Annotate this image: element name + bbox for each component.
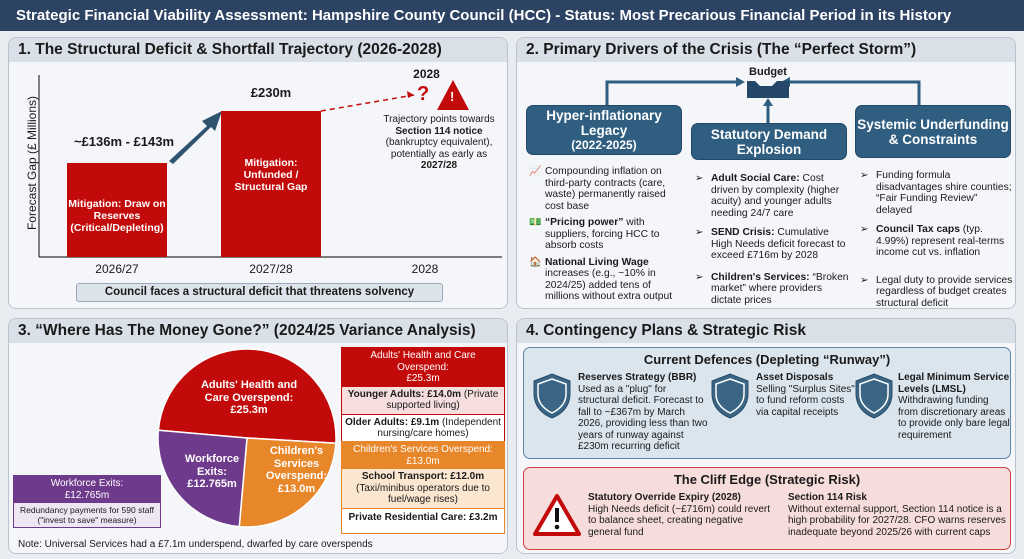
money-icon: 💵 bbox=[529, 217, 542, 228]
question-icon: ? bbox=[417, 83, 430, 105]
arrowhead bbox=[407, 91, 414, 98]
footnote: Note: Universal Services had a £7.1m und… bbox=[18, 539, 373, 550]
box-header: Adults' Health and Care Overspend:£25.3m bbox=[342, 348, 504, 387]
y-axis-label: Forecast Gap (£ Millions) bbox=[25, 95, 39, 231]
list-item: ➢SEND Crisis: Cumulative High Needs defi… bbox=[695, 227, 846, 261]
children-breakdown-box: Children's Services Overspend:£13.0m Sch… bbox=[341, 441, 505, 534]
workforce-breakdown-box: Workforce Exits:£12.765m Redundancy paym… bbox=[13, 475, 161, 528]
page-title: Strategic Financial Viability Assessment… bbox=[0, 0, 1024, 31]
x-tick-label: 2026/27 bbox=[95, 262, 139, 276]
pie-slice-1 bbox=[238, 437, 337, 528]
dashed-trajectory-line bbox=[320, 94, 415, 112]
warning-icon-mark: ! bbox=[450, 89, 455, 104]
adults-breakdown-box: Adults' Health and Care Overspend:£25.3m… bbox=[341, 347, 505, 443]
underfunding-list: ➢Funding formula disadvantages shire cou… bbox=[860, 170, 1015, 309]
list-item: ➢Adult Social Care: Cost driven by compl… bbox=[695, 173, 840, 219]
panel-deficit-trajectory: 1. The Structural Deficit & Shortfall Tr… bbox=[8, 37, 508, 309]
breakdown-row: School Transport: £12.0m(Taxi/minibus op… bbox=[342, 469, 504, 509]
panel-heading: 4. Contingency Plans & Strategic Risk bbox=[517, 319, 1015, 343]
list-item: 💵“Pricing power” with suppliers, forcing… bbox=[529, 217, 660, 251]
arrow-bullet-icon: ➢ bbox=[860, 224, 869, 235]
list-item: ➢Legal duty to provide services regardle… bbox=[860, 274, 1013, 309]
panel-heading: 3. “Where Has The Money Gone?” (2024/25 … bbox=[9, 319, 507, 343]
list-item: ➢Children's Services: “Broken market” wh… bbox=[695, 271, 849, 306]
bar-inner-label: Mitigation: Draw on Reserves (Critical/D… bbox=[68, 198, 166, 234]
warning-icon bbox=[532, 493, 582, 537]
defence-item: Reserves Strategy (BBR)Used as a "plug" … bbox=[578, 372, 708, 452]
x-tick-label: 2027/28 bbox=[249, 262, 293, 276]
connector-arrows bbox=[605, 77, 921, 124]
driver-title: Hyper-inflationary Legacy bbox=[546, 107, 662, 138]
note-text: Trajectory points towards bbox=[383, 114, 495, 125]
bar-inner-label: Mitigation: Unfunded / Structural Gap bbox=[234, 157, 308, 193]
driver-box-inflation: Hyper-inflationary Legacy (2022-2025) bbox=[526, 105, 682, 155]
panel-heading: 1. The Structural Deficit & Shortfall Tr… bbox=[9, 38, 507, 62]
driver-box-underfunding: Systemic Underfunding & Constraints bbox=[855, 105, 1011, 158]
trend-arrow bbox=[169, 111, 222, 164]
slice-label-adults: Adults' Health and Care Overspend:£25.3m bbox=[200, 379, 298, 416]
bar-2026-27: Mitigation: Draw on Reserves (Critical/D… bbox=[67, 163, 167, 257]
panel-drivers: 2. Primary Drivers of the Crisis (The “P… bbox=[516, 37, 1016, 309]
future-year-label: 2028 bbox=[413, 67, 440, 81]
variance-pie-chart bbox=[157, 348, 337, 528]
panel-contingency: 4. Contingency Plans & Strategic Risk Cu… bbox=[516, 318, 1016, 554]
bar-value-label: ~£136m - £143m bbox=[73, 134, 175, 149]
wage-icon: 🏠 bbox=[529, 256, 542, 268]
arrow-bullet-icon: ➢ bbox=[695, 271, 704, 283]
slice-label-workforce: Workforce Exits:£12.765m bbox=[184, 453, 240, 490]
trajectory-note: Trajectory points towards Section 114 no… bbox=[371, 114, 507, 172]
arrow-bullet-icon: ➢ bbox=[695, 173, 704, 184]
note-bold: Section 114 notice bbox=[395, 125, 483, 137]
arrow-bullet-icon: ➢ bbox=[860, 274, 869, 286]
bar-2027-28: Mitigation: Unfunded / Structural Gap bbox=[221, 111, 321, 257]
shield-icon bbox=[710, 372, 750, 420]
cliff-edge-box: The Cliff Edge (Strategic Risk) Statutor… bbox=[523, 467, 1011, 550]
driver-title: Statutory Demand Explosion bbox=[710, 126, 828, 157]
list-item: 📈Compounding inflation on third-party co… bbox=[529, 166, 666, 212]
note-year: 2027/28 bbox=[420, 160, 458, 171]
statutory-list: ➢Adult Social Care: Cost driven by compl… bbox=[695, 173, 851, 308]
pie-slice-2 bbox=[157, 429, 248, 528]
defences-title: Current Defences (Depleting “Runway”) bbox=[643, 352, 891, 367]
list-item: ➢Funding formula disadvantages shire cou… bbox=[860, 170, 1012, 216]
pie-slice-0 bbox=[157, 348, 337, 445]
slice-label-children: Children's Services Overspend:£13.0m bbox=[265, 445, 328, 495]
arrow-bullet-icon: ➢ bbox=[695, 227, 704, 238]
driver-title: Systemic Underfunding & Constraints bbox=[857, 116, 1009, 147]
footer-callout: Council faces a structural deficit that … bbox=[76, 283, 443, 302]
breakdown-row: Redundancy payments for 590 staff ("inve… bbox=[14, 503, 160, 527]
cliff-title: The Cliff Edge (Strategic Risk) bbox=[673, 472, 861, 487]
chart-icon: 📈 bbox=[529, 166, 542, 177]
list-item: 🏠National Living Wage increases (e.g., ~… bbox=[529, 256, 673, 303]
inflation-list: 📈Compounding inflation on third-party co… bbox=[529, 166, 687, 308]
budget-icon bbox=[747, 81, 789, 98]
x-tick-label: 2028 bbox=[411, 262, 439, 276]
list-item: ➢Council Tax caps (typ. 4.99%) represent… bbox=[860, 224, 1005, 258]
budget-label: Budget bbox=[749, 66, 787, 78]
driver-box-statutory: Statutory Demand Explosion bbox=[691, 123, 847, 160]
defences-box: Current Defences (Depleting “Runway”) Re… bbox=[523, 347, 1011, 459]
note-text: (bankruptcy equivalent), potentially as … bbox=[385, 137, 493, 160]
bar-value-label: £230m bbox=[250, 85, 292, 100]
shield-icon bbox=[854, 372, 894, 420]
trajectory-chart bbox=[38, 75, 502, 258]
shield-icon bbox=[532, 372, 572, 420]
panel-heading: 2. Primary Drivers of the Crisis (The “P… bbox=[517, 38, 1015, 62]
warning-icon bbox=[437, 80, 469, 110]
risk-item: Statutory Override Expiry (2028)High Nee… bbox=[588, 492, 771, 538]
defence-item: Legal Minimum Service Levels (LMSL)Withd… bbox=[898, 372, 1010, 441]
breakdown-row: Younger Adults: £14.0m (Private supporte… bbox=[342, 386, 504, 415]
box-header: Children's Services Overspend:£13.0m bbox=[342, 442, 504, 469]
box-header: Workforce Exits:£12.765m bbox=[14, 476, 160, 503]
driver-subtitle: (2022-2025) bbox=[571, 137, 637, 152]
panel-variance: 3. “Where Has The Money Gone?” (2024/25 … bbox=[8, 318, 508, 554]
breakdown-row: Private Residential Care: £3.2m bbox=[342, 508, 504, 533]
breakdown-row: Older Adults: £9.1m (Independent nursing… bbox=[342, 414, 504, 442]
arrow-bullet-icon: ➢ bbox=[860, 170, 869, 181]
